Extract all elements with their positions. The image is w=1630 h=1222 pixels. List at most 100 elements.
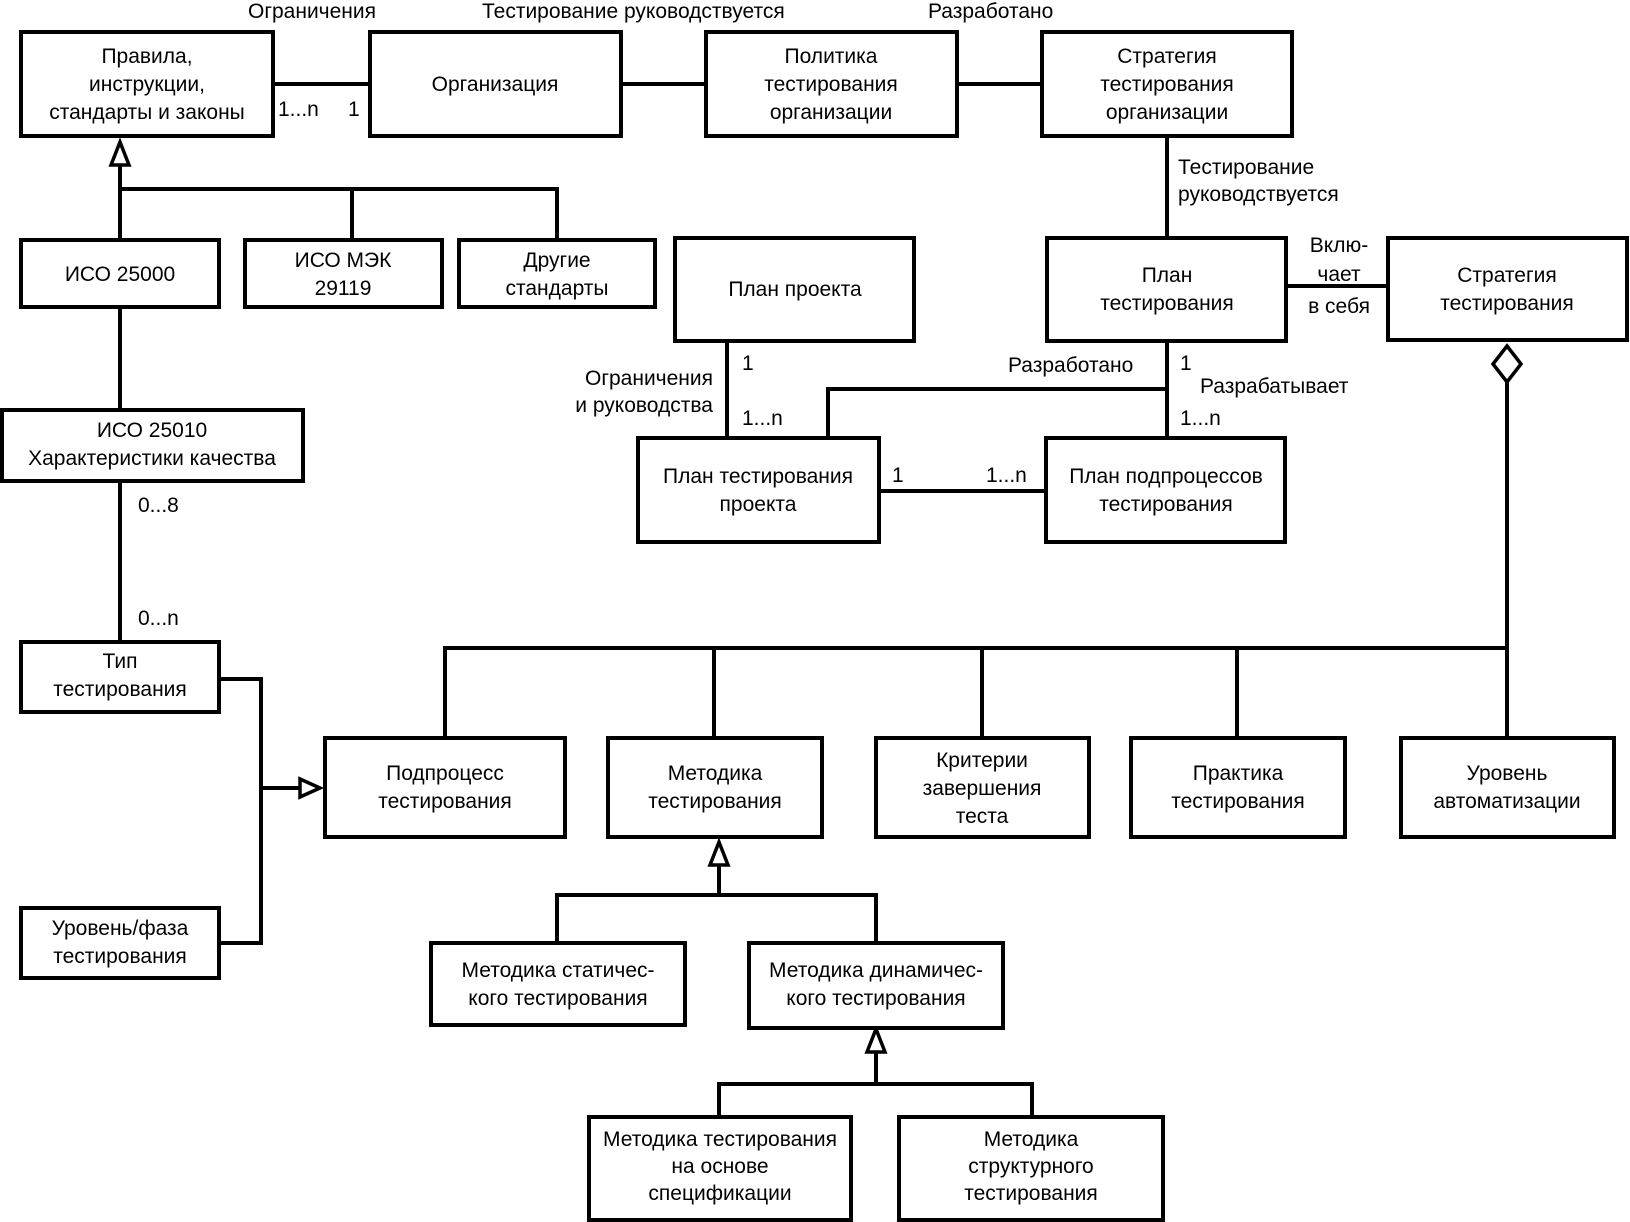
node-completion-criteria[interactable]: Критерии завершения теста bbox=[874, 736, 1091, 839]
node-label: Стратегия bbox=[1117, 45, 1217, 68]
label-governed-right: руководствуется bbox=[1178, 183, 1339, 206]
node-label: стандарты и законы bbox=[49, 101, 245, 124]
edge-test-plan-project-test-plan bbox=[826, 339, 1169, 440]
edge-technique-generalization bbox=[555, 861, 878, 945]
node-label: организации bbox=[1106, 101, 1228, 124]
edge-strategy-aggregation bbox=[443, 380, 1509, 740]
node-label: Тип bbox=[102, 650, 137, 673]
node-label: Другие bbox=[523, 249, 590, 272]
edge-test-type-subprocess bbox=[217, 677, 306, 945]
node-label: ИСО МЭК bbox=[295, 249, 393, 272]
node-label: на основе bbox=[671, 1155, 768, 1178]
node-label: автоматизации bbox=[1433, 790, 1580, 813]
node-label: тестирования bbox=[1099, 493, 1233, 516]
node-label: Методика bbox=[668, 762, 763, 785]
node-label: тестирования bbox=[764, 73, 898, 96]
node-label: тестирования bbox=[1171, 790, 1305, 813]
node-label: Методика статичес- bbox=[461, 959, 654, 982]
arrowheads bbox=[108, 137, 1524, 1054]
node-static-technique[interactable]: Методика статичес- кого тестирования bbox=[429, 941, 687, 1027]
node-label: теста bbox=[956, 805, 1009, 828]
multiplicity-label: 1...n bbox=[278, 98, 319, 121]
node-project-plan[interactable]: План проекта bbox=[673, 236, 916, 343]
label-governed-right: Тестирование bbox=[1178, 156, 1314, 179]
node-label: План тестирования bbox=[663, 465, 853, 488]
node-iso25010[interactable]: ИСО 25010 Характеристики качества bbox=[0, 408, 305, 483]
node-label: кого тестирования bbox=[786, 987, 965, 1010]
label-governed-top: Тестирование руководствуется bbox=[482, 0, 785, 23]
label-develops: Разрабатывает bbox=[1200, 375, 1349, 398]
node-label: инструкции, bbox=[89, 73, 205, 96]
node-test-type[interactable]: Тип тестирования bbox=[19, 640, 221, 714]
node-label: тестирования bbox=[1100, 292, 1234, 315]
connectors bbox=[118, 82, 1509, 1119]
multiplicity-label: 1...n bbox=[1180, 407, 1221, 430]
node-label: Характеристики качества bbox=[28, 447, 276, 470]
node-automation-level[interactable]: Уровень автоматизации bbox=[1399, 736, 1616, 839]
multiplicity-label: 1 bbox=[1180, 352, 1192, 375]
node-label: проекта bbox=[720, 493, 797, 516]
node-label: Уровень/фаза bbox=[52, 917, 189, 940]
node-label: Практика bbox=[1193, 762, 1284, 785]
node-label: 29119 bbox=[315, 277, 372, 300]
node-label: Правила, bbox=[101, 45, 192, 68]
node-organization[interactable]: Организация bbox=[368, 30, 623, 138]
multiplicity-label: 1...n bbox=[742, 407, 783, 430]
edge-dynamic-generalization bbox=[717, 1048, 1034, 1119]
node-label: спецификации bbox=[648, 1182, 791, 1205]
node-test-level[interactable]: Уровень/фаза тестирования bbox=[19, 906, 221, 980]
node-label: тестирования bbox=[1440, 292, 1574, 315]
multiplicity-label: 1 bbox=[742, 352, 754, 375]
node-label: тестирования bbox=[378, 790, 512, 813]
label-developed-top: Разработано bbox=[928, 0, 1053, 23]
aggregation-diamond-icon bbox=[1490, 343, 1524, 385]
node-project-test-plan[interactable]: План тестирования проекта bbox=[636, 436, 881, 544]
label-constraints-top: Ограничения bbox=[248, 0, 376, 23]
node-label: Методика bbox=[984, 1128, 1079, 1151]
node-dynamic-technique[interactable]: Методика динамичес- кого тестирования bbox=[747, 941, 1005, 1030]
node-label: Политика bbox=[785, 45, 878, 68]
node-label: Подпроцесс bbox=[386, 762, 504, 785]
node-label: организации bbox=[770, 101, 892, 124]
node-label: тестирования bbox=[648, 790, 782, 813]
node-label: завершения bbox=[923, 777, 1042, 800]
node-label: тестирования bbox=[964, 1182, 1098, 1205]
node-subprocess-test-plan[interactable]: План подпроцессов тестирования bbox=[1044, 436, 1287, 544]
label-developed-mid: Разработано bbox=[1008, 354, 1133, 377]
node-structural-technique[interactable]: Методика структурного тестирования bbox=[897, 1115, 1165, 1222]
node-label: тестирования bbox=[1100, 73, 1234, 96]
multiplicity-label: 0...n bbox=[138, 607, 179, 630]
node-label: ИСО 25010 bbox=[97, 419, 207, 442]
node-label: Организация bbox=[432, 73, 559, 96]
generalization-arrow-icon bbox=[707, 837, 731, 867]
node-label: Методика тестирования bbox=[603, 1128, 837, 1151]
node-label: тестирования bbox=[53, 678, 187, 701]
label-includes: Вклю- bbox=[1310, 234, 1368, 257]
node-other-standards[interactable]: Другие стандарты bbox=[457, 238, 657, 309]
node-iso29119[interactable]: ИСО МЭК 29119 bbox=[243, 238, 444, 309]
node-label: ИСО 25000 bbox=[65, 263, 175, 286]
multiplicity-label: 1 bbox=[348, 98, 360, 121]
node-label: Стратегия bbox=[1457, 264, 1557, 287]
node-label: тестирования bbox=[53, 945, 187, 968]
node-org-test-policy[interactable]: Политика тестирования организации bbox=[704, 30, 959, 138]
edge-standards-generalization bbox=[118, 158, 559, 242]
node-test-subprocess[interactable]: Подпроцесс тестирования bbox=[323, 736, 567, 839]
multiplicity-label: 1 bbox=[892, 464, 904, 487]
node-label: План bbox=[1142, 264, 1193, 287]
node-label: План проекта bbox=[728, 278, 862, 301]
multiplicity-label: 1...n bbox=[986, 464, 1027, 487]
node-label: Методика динамичес- bbox=[769, 959, 983, 982]
node-iso25000[interactable]: ИСО 25000 bbox=[19, 238, 221, 309]
node-rules[interactable]: Правила, инструкции, стандарты и законы bbox=[19, 30, 275, 138]
node-test-strategy[interactable]: Стратегия тестирования bbox=[1386, 236, 1629, 342]
node-spec-based-technique[interactable]: Методика тестирования на основе специфик… bbox=[587, 1115, 853, 1222]
node-org-test-strategy[interactable]: Стратегия тестирования организации bbox=[1040, 30, 1294, 138]
node-test-technique[interactable]: Методика тестирования bbox=[606, 736, 824, 839]
label-includes: чает bbox=[1317, 263, 1361, 286]
label-includes: в себя bbox=[1308, 295, 1370, 318]
multiplicity-label: 0...8 bbox=[138, 494, 179, 517]
node-test-plan[interactable]: План тестирования bbox=[1045, 236, 1288, 343]
node-test-practice[interactable]: Практика тестирования bbox=[1129, 736, 1347, 839]
